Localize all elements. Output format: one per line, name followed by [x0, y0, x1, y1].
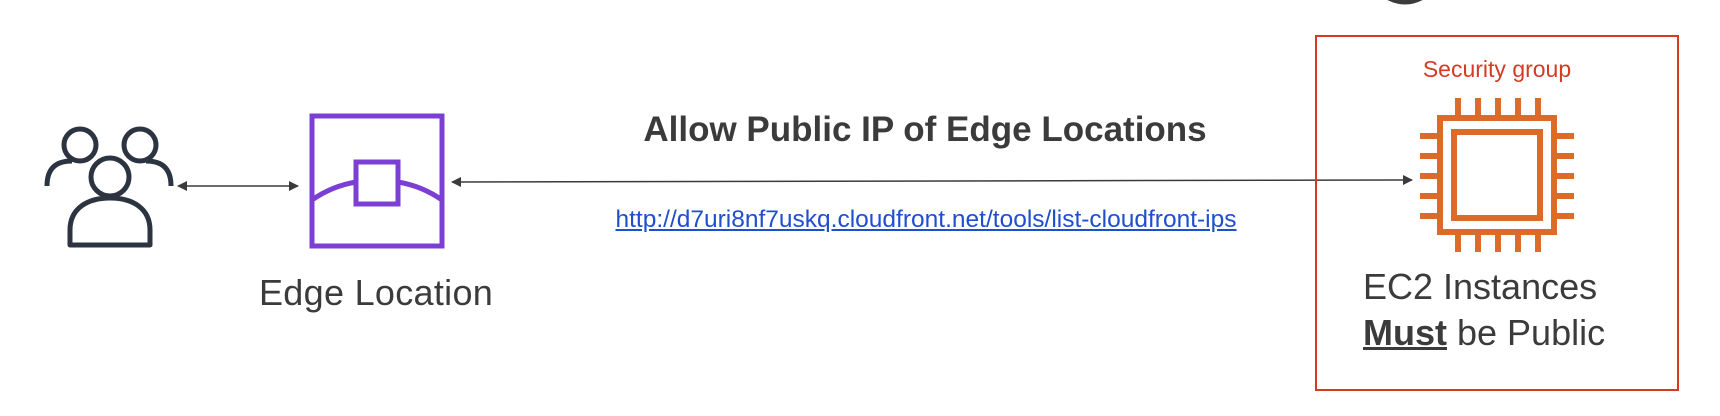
edge-location-label: Edge Location — [259, 272, 494, 313]
ec2-label-line1: EC2 Instances — [1363, 266, 1598, 307]
security-group-label: Security group — [1422, 56, 1572, 82]
cloudfront-ip-list-link[interactable]: http://d7uri8nf7uskq.cloudfront.net/tool… — [615, 206, 1237, 233]
must-emphasis: Must — [1363, 312, 1447, 353]
users-icon — [44, 126, 174, 248]
security-group-box — [1315, 35, 1679, 391]
ec2-instances-label: EC2 Instances Must be Public — [1363, 264, 1605, 356]
edge-location-icon — [309, 113, 445, 249]
be-public-text: be Public — [1447, 312, 1606, 353]
ec2-chip-icon — [1420, 98, 1574, 252]
edge-to-ec2-arrow — [451, 175, 1413, 187]
ec2-label-line2: Must be Public — [1363, 310, 1605, 356]
allow-public-ip-label: Allow Public IP of Edge Locations — [643, 110, 1207, 149]
